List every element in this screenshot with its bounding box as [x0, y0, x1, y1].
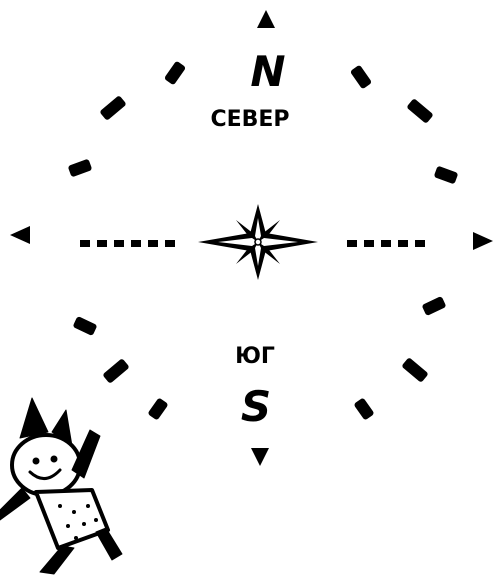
- tick-mark: [350, 65, 372, 90]
- tick-mark: [401, 357, 429, 383]
- east-arrow-icon: [473, 232, 493, 250]
- tick-mark: [406, 98, 434, 124]
- north-letter: N: [250, 47, 285, 96]
- tick-mark: [68, 159, 93, 178]
- tick-mark: [99, 95, 127, 121]
- tick-mark: [164, 61, 186, 86]
- character-head: [12, 435, 80, 495]
- south-word: ЮГ: [235, 344, 275, 369]
- tick-mark: [147, 397, 168, 420]
- north-word: СЕВЕР: [210, 107, 289, 132]
- east-dotted-line: [347, 240, 425, 247]
- tick-mark: [421, 296, 446, 316]
- tick-mark: [434, 166, 459, 185]
- south-letter: S: [241, 382, 271, 431]
- west-dotted-line: [80, 240, 175, 247]
- west-arrow-icon: [10, 226, 30, 244]
- south-arrow-icon: [251, 448, 269, 466]
- north-arrow-icon: [257, 10, 275, 28]
- tick-mark: [353, 397, 374, 420]
- tick-mark: [102, 358, 130, 384]
- tick-mark: [72, 316, 97, 336]
- compass-rose-icon: [198, 204, 318, 280]
- cartoon-character: [0, 398, 122, 574]
